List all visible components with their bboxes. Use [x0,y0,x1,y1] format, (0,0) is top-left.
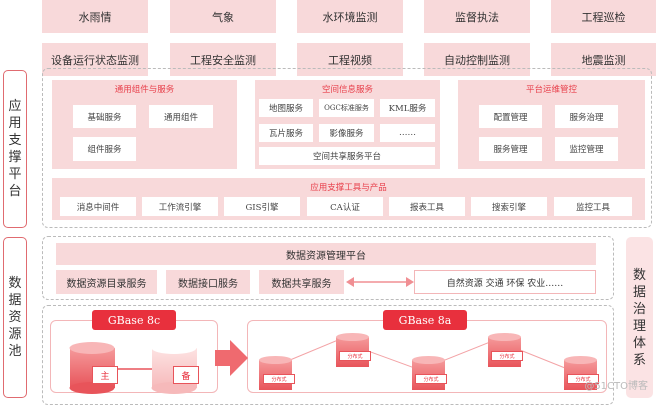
tool-box: 报表工具 [389,197,465,216]
gbase8a-title: GBase 8a [383,310,467,330]
gbase8c-title: GBase 8c [92,310,176,330]
service-box: OGC标准服务 [319,99,374,117]
data-service: 数据资源目录服务 [56,270,157,294]
standby-badge: 备 [173,366,199,384]
service-box: 服务管理 [479,137,542,161]
top-item: 水环境监测 [297,0,403,33]
service-box: 基础服务 [73,105,136,128]
service-box: 影像服务 [319,124,374,142]
tool-box: 消息中间件 [60,197,136,216]
tool-box: GIS引擎 [224,197,300,216]
service-box: 地图服务 [259,99,313,117]
node-badge: 分布式 [263,374,295,384]
top-item: 工程视频 [297,43,403,76]
tool-box: CA认证 [307,197,383,216]
database-diagram [69,333,597,394]
app-support-label: 应用支撑平台 [3,70,27,228]
app-support-container [42,68,652,228]
governance-label: 数据治理体系 [626,237,653,398]
node-badge: 分布式 [491,351,523,361]
top-item: 工程安全监测 [170,43,276,76]
service-box: 组件服务 [73,137,136,161]
data-mgmt-platform: 数据资源管理平台 [56,243,596,265]
data-service: 数据共享服务 [259,270,344,294]
tool-box: 监控工具 [554,197,632,216]
primary-badge: 主 [92,366,118,384]
node-badge: 分布式 [415,374,447,384]
top-item: 水雨情 [42,0,148,33]
top-item: 监督执法 [424,0,530,33]
group-title: 应用支撑工具与产品 [310,183,387,193]
group-title: 空间信息服务 [321,85,373,95]
domains-box: 自然资源 交通 环保 农业…… [414,270,596,294]
spatial-platform: 空间共享服务平台 [259,147,435,165]
group-title: 平台运维管控 [525,85,577,95]
watermark: @51CTO博客 [584,381,648,392]
top-item: 地震监测 [551,43,656,76]
service-box: 监控管理 [555,137,618,161]
service-box: 服务治理 [555,105,618,128]
group-title: 通用组件与服务 [114,85,175,95]
node-badge: 分布式 [567,374,599,384]
double-arrow-icon [346,277,414,287]
top-item: 工程巡检 [551,0,656,33]
service-box: 通用组件 [149,105,213,128]
service-box: …… [380,124,435,142]
tool-box: 工作流引擎 [142,197,218,216]
node-badge: 分布式 [339,351,371,361]
data-pool-label: 数据资源池 [3,237,27,398]
service-box: 瓦片服务 [259,124,313,142]
tool-box: 搜索引擎 [471,197,547,216]
service-box: 配置管理 [479,105,542,128]
arrow-right-icon [215,340,248,376]
top-item: 气象 [170,0,276,33]
top-item: 自动控制监测 [424,43,530,76]
data-service: 数据接口服务 [166,270,250,294]
top-item: 设备运行状态监测 [42,43,148,76]
service-box: KML服务 [380,99,435,117]
data-mgmt-container [42,236,614,300]
